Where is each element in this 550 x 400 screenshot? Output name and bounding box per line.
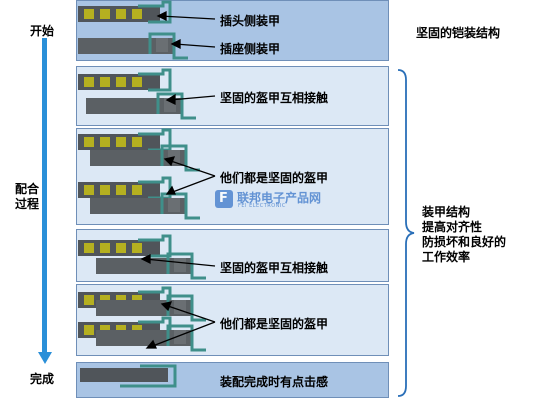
contact-label-2: 坚固的盔甲互相接触 (220, 261, 329, 275)
complete-label: 装配完成时有点击感 (220, 375, 329, 389)
process-arrow-head (38, 352, 52, 364)
watermark-subtext: FEI ELECTRONIC (238, 203, 286, 209)
plug-armor-shape (76, 0, 172, 24)
socket-armor-shape (76, 32, 190, 60)
right-note: 装甲结构 提高对齐性 防损坏和良好的 工作效率 (422, 205, 506, 265)
contact-label-1: 坚固的盔甲互相接触 (220, 91, 329, 105)
armor-structure-title: 坚固的铠装结构 (416, 26, 501, 40)
socket-armor-label: 插座侧装甲 (220, 42, 281, 56)
watermark-text: 联邦电子产品网 (237, 191, 322, 205)
end-label: 完成 (30, 372, 55, 386)
right-note-line: 提高对齐性 (422, 220, 483, 234)
watermark-logo: F (215, 190, 233, 208)
watermark-logo-letter: F (219, 191, 228, 206)
right-note-line: 装甲结构 (422, 205, 471, 219)
right-brace (397, 69, 415, 397)
process-arrow (42, 38, 47, 358)
start-label: 开始 (30, 24, 55, 38)
process-label: 配合 过程 (15, 180, 40, 214)
both-armor-label-2: 他们都是坚固的盔甲 (220, 317, 329, 331)
plug-armor-label: 插头侧装甲 (220, 14, 281, 28)
right-note-line: 防损坏和良好的 (422, 235, 507, 249)
right-note-line: 工作效率 (422, 250, 471, 264)
both-armor-label-1: 他们都是坚固的盔甲 (220, 171, 329, 185)
